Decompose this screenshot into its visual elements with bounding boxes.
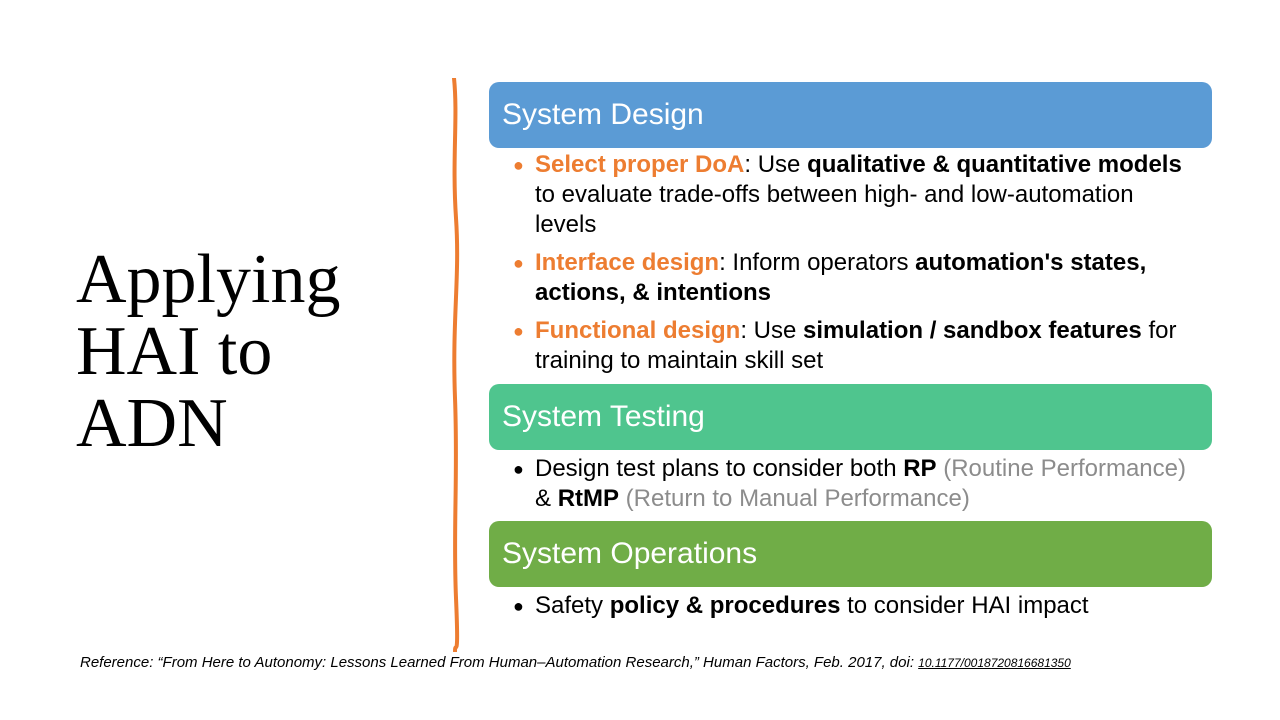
system-testing-header: System Testing [489,384,1212,450]
doi-link[interactable]: 10.1177/0018720816681350 [918,656,1071,670]
system-testing-list: ● Design test plans to consider both RP … [509,454,1199,522]
list-item: ● Safety policy & procedures to consider… [513,592,1089,619]
system-design-header: System Design [489,82,1212,148]
bullet-icon: ● [513,596,524,616]
slide-title: Applying HAI to ADN [76,244,416,460]
title-line-3: ADN [76,385,228,462]
list-item: ● Select proper DoA: Use qualitative & q… [513,151,1182,238]
reference-citation: Reference: “From Here to Autonomy: Lesso… [80,654,1071,671]
list-item: ● Design test plans to consider both RP … [513,455,1186,512]
list-item: ● Interface design: Inform operators aut… [513,249,1147,306]
system-design-list: ● Select proper DoA: Use qualitative & q… [509,150,1199,384]
title-line-2: HAI to [76,313,273,390]
bullet-icon: ● [513,155,524,175]
title-line-1: Applying [76,241,341,318]
bullet-icon: ● [513,459,524,479]
bullet-icon: ● [513,253,524,273]
system-operations-list: ● Safety policy & procedures to consider… [509,591,1199,629]
bullet-icon: ● [513,321,524,341]
system-operations-header: System Operations [489,521,1212,587]
list-item: ● Functional design: Use simulation / sa… [513,317,1177,374]
reference-text: Reference: “From Here to Autonomy: Lesso… [80,654,919,671]
vertical-divider [452,78,460,652]
